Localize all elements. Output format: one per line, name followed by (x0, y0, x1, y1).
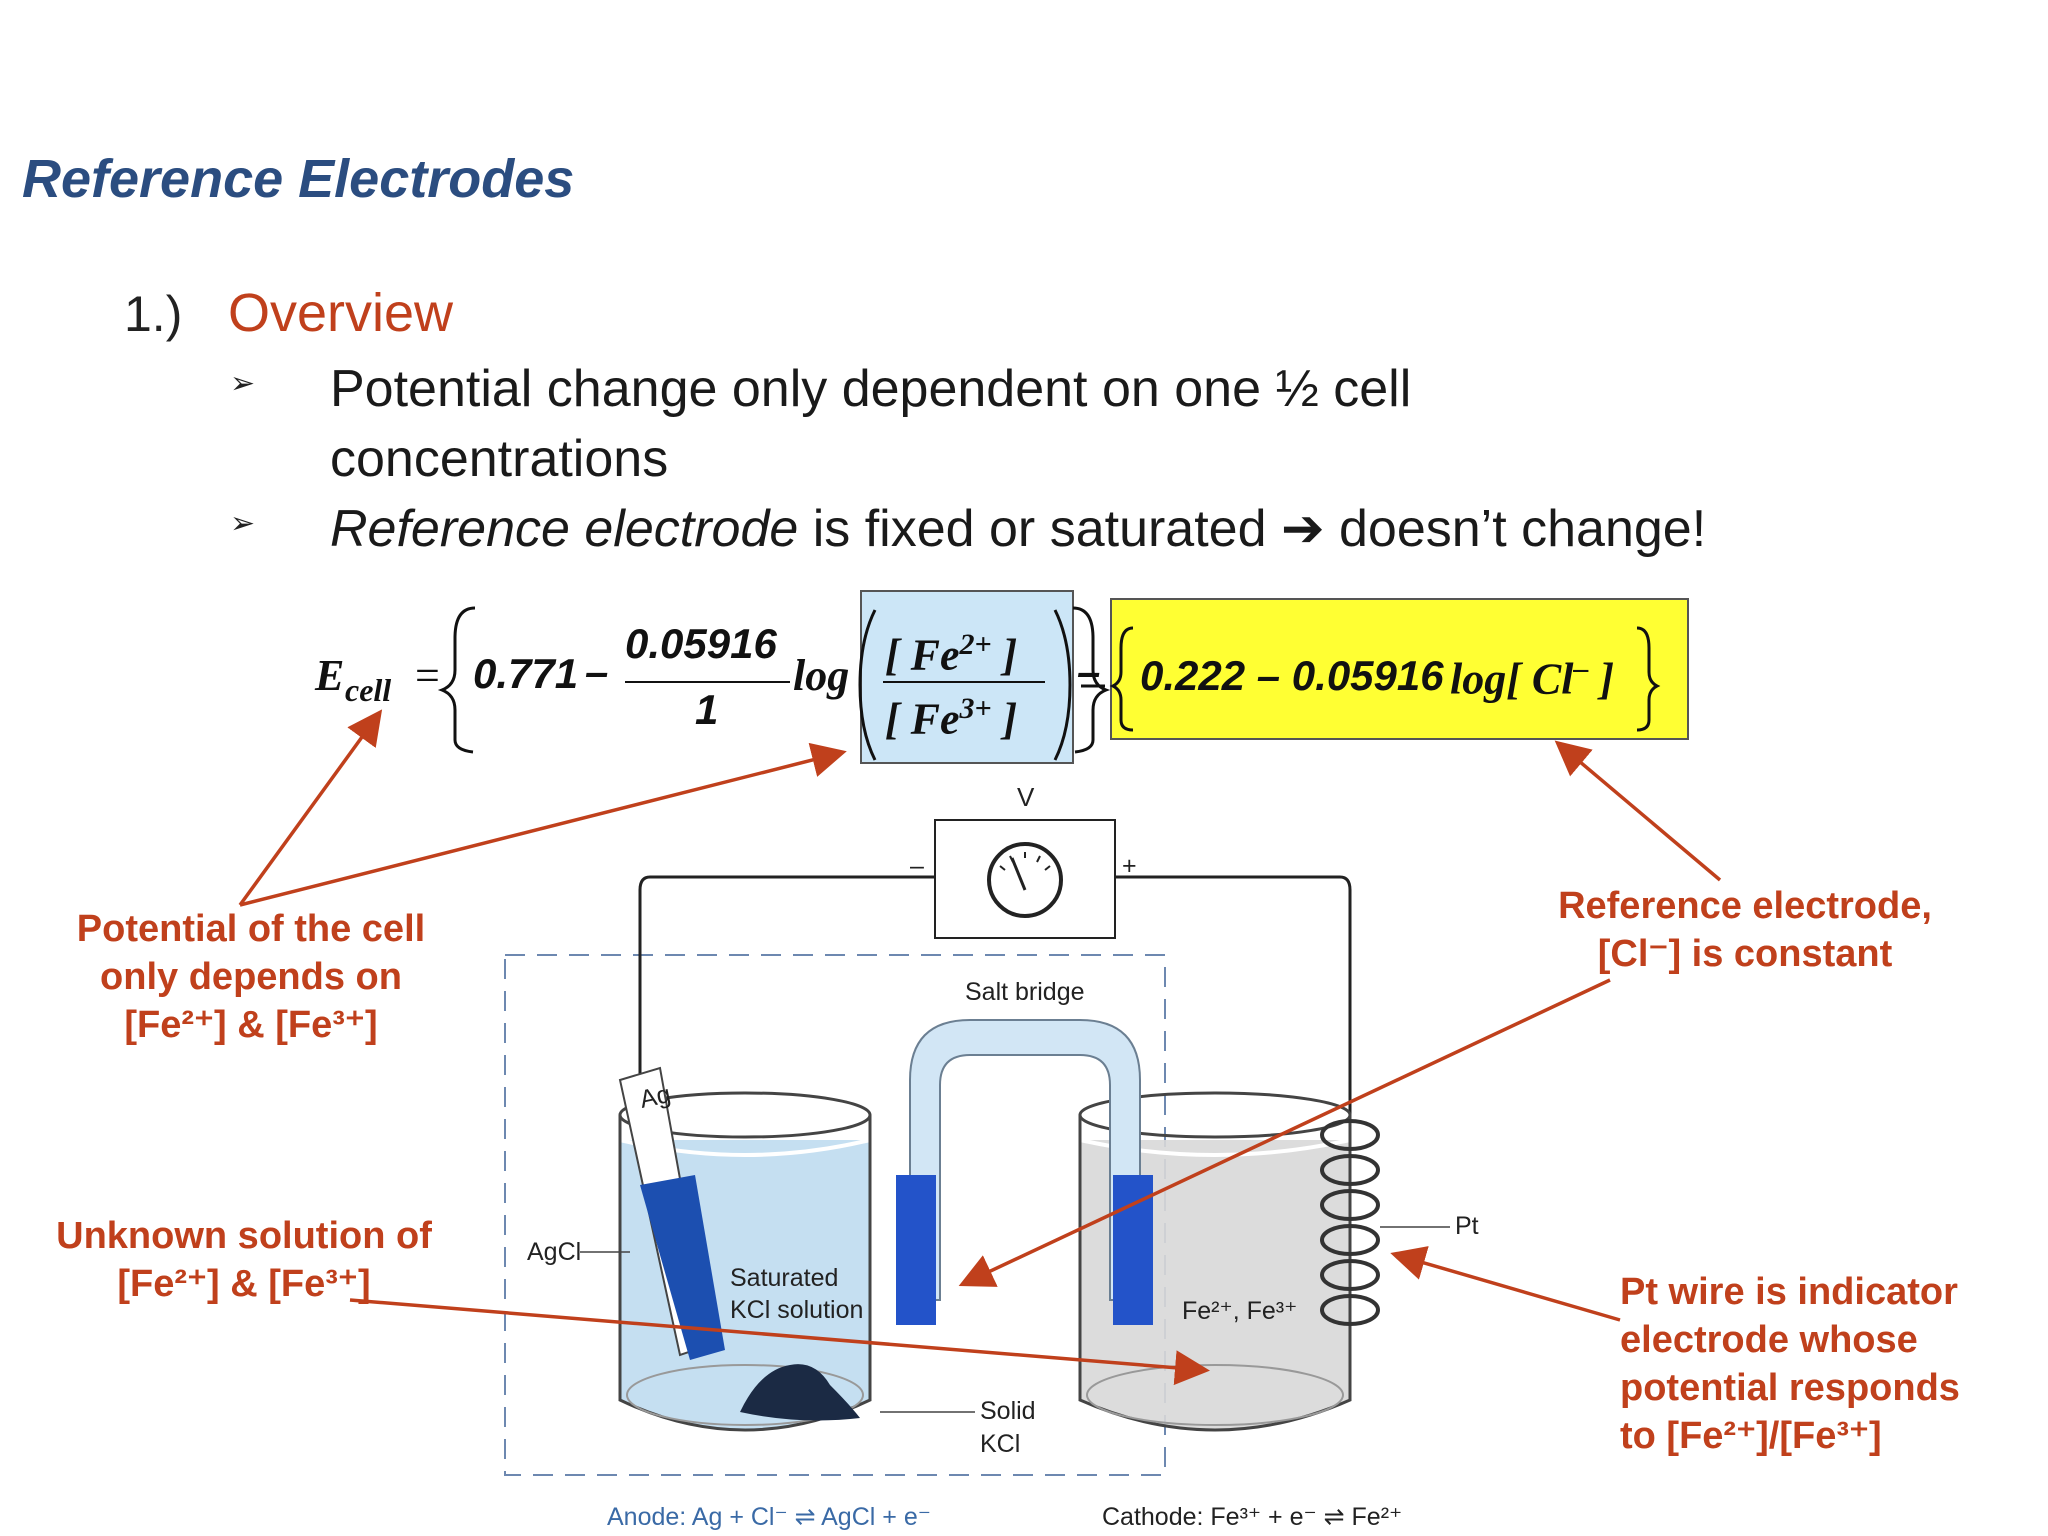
coefficient-numerator: 0.05916 (625, 620, 777, 667)
annotation-unknown: Unknown solution of [Fe²⁺] & [Fe³⁺] (56, 1215, 432, 1305)
kcl-solution-label: KCl solution (730, 1296, 864, 1324)
bullet-2-italic: Reference electrode (330, 500, 799, 558)
solid-kcl-label: KCl (980, 1430, 1021, 1458)
voltmeter-dial (987, 842, 1063, 918)
e-zero-value: 0.771 (473, 650, 579, 697)
slide-title: Reference Electrodes (22, 149, 575, 209)
bullet-2-rest: is fixed or saturated ➔ doesn’t change! (798, 500, 1707, 558)
annotation-pt-wire: Pt wire is indicator electrode whose pot… (1620, 1271, 1960, 1457)
reference-log: log[ Cl– ] (1450, 652, 1615, 704)
solid-kcl-pile (740, 1364, 860, 1421)
denominator-ion: [ Fe3+ ] (885, 692, 1018, 744)
equals-sign: = (415, 651, 440, 700)
minus-sign: – (585, 648, 609, 695)
bullet-marker: ➢ (230, 367, 256, 400)
salt-bridge-right-plug (1113, 1175, 1153, 1325)
annotation-reference: Reference electrode, [Cl⁻] is constant (1558, 885, 1932, 975)
positive-terminal: + (1122, 852, 1137, 880)
bullet-1-line-1: Potential change only dependent on one ½… (330, 360, 1412, 418)
bullet-1-line-2: concentrations (330, 430, 669, 488)
cell-subscript: cell (345, 672, 392, 708)
arrow-to-unknown (349, 1298, 1210, 1386)
reference-highlight (1110, 598, 1689, 740)
equation-strokes (437, 606, 1661, 761)
bullet-marker: ➢ (230, 507, 256, 540)
annotation-potential: Potential of the cell only depends on [F… (76, 908, 426, 1046)
arrow-to-ecell (238, 709, 383, 907)
saturated-label: Saturated (730, 1264, 839, 1292)
arrow-to-ratio (239, 742, 847, 907)
pt-coil (1320, 1119, 1380, 1326)
e-symbol: E (315, 651, 345, 700)
ag-label: Ag (637, 1080, 674, 1114)
salt-bridge-label: Salt bridge (965, 978, 1085, 1006)
reference-electrode-box (504, 954, 1166, 1476)
nernst-equation: E cell = 0.771 – 0.05916 1 log [ Fe2+ ] … (315, 590, 1695, 770)
section-number: 1.) (124, 286, 183, 342)
log-label: log (793, 651, 850, 700)
salt-bridge-left-plug (896, 1175, 936, 1325)
section-heading: Overview (228, 283, 454, 343)
bullet-2: Reference electrode is fixed or saturate… (330, 494, 1706, 564)
anode-reaction: Anode: Ag + Cl⁻ ⇌ AgCl + e⁻ (607, 1503, 931, 1531)
wire-left (638, 875, 935, 1075)
negative-terminal: – (910, 852, 924, 880)
minus-sign-2: – (1077, 648, 1101, 695)
cathode-reaction: Cathode: Fe³⁺ + e⁻ ⇌ Fe²⁺ (1102, 1503, 1403, 1531)
solid-label: Solid (980, 1397, 1036, 1425)
agcl-electrode (640, 1175, 725, 1360)
coefficient-denominator: 1 (695, 686, 719, 733)
arrow-to-kcl (958, 978, 1611, 1287)
fe-ions-label: Fe²⁺, Fe³⁺ (1182, 1297, 1298, 1325)
arrow-to-pt (1390, 1246, 1621, 1322)
reference-expression: 0.222 – 0.05916 (1140, 652, 1444, 699)
concentration-ratio-highlight (860, 590, 1074, 764)
wire-right (1115, 875, 1352, 1120)
arrow-to-reference (1554, 740, 1722, 882)
voltmeter-label: V (1017, 782, 1035, 812)
pt-label: Pt (1455, 1212, 1479, 1240)
agcl-label: AgCl (527, 1238, 582, 1266)
numerator-ion: [ Fe2+ ] (885, 628, 1018, 680)
